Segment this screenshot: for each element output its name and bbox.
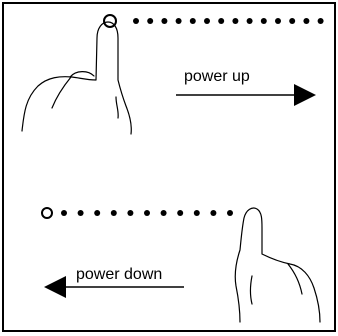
top-row-dot <box>161 18 168 24</box>
bottom-row-start-circle <box>41 207 53 219</box>
top-row-dot <box>147 18 154 24</box>
top-row-dot <box>189 18 196 24</box>
power-up-arrow-icon <box>176 84 316 106</box>
bottom-row-dot <box>127 210 134 216</box>
bottom-row-dot <box>210 210 217 216</box>
top-hand-icon <box>21 21 132 135</box>
diagram-canvas <box>21 14 324 323</box>
top-dot-row <box>103 14 324 28</box>
top-row-dot <box>275 18 281 24</box>
power-up-label: power up <box>184 68 250 85</box>
bottom-dot-row <box>41 207 233 219</box>
bottom-row-dot <box>177 210 184 216</box>
bottom-row-dot <box>144 210 150 216</box>
top-row-dot <box>260 18 267 24</box>
top-row-dot <box>204 18 210 24</box>
top-row-dot <box>218 18 225 24</box>
bottom-row-dot <box>227 210 233 216</box>
top-row-dot <box>246 18 253 24</box>
bottom-row-dot <box>110 210 117 216</box>
top-row-dot <box>317 18 324 24</box>
bottom-row-dot <box>77 210 84 216</box>
bottom-row-dot <box>193 210 200 216</box>
top-row-dot <box>232 18 239 24</box>
diagram-frame: power up power down <box>2 2 336 332</box>
bottom-row-dot <box>94 210 101 216</box>
bottom-row-dot <box>160 210 167 216</box>
bottom-hand-icon <box>234 207 321 323</box>
top-hand-thumb-icon <box>69 71 95 78</box>
bottom-row-dots <box>61 210 233 216</box>
top-row-dots <box>133 18 324 24</box>
power-down-arrow-icon <box>44 276 184 298</box>
power-down-label: power down <box>76 266 163 283</box>
top-row-dot <box>133 18 139 24</box>
bottom-row-dot <box>61 210 67 216</box>
top-row-dot <box>175 18 182 24</box>
top-row-dot <box>289 18 296 24</box>
top-row-dot <box>303 18 310 24</box>
